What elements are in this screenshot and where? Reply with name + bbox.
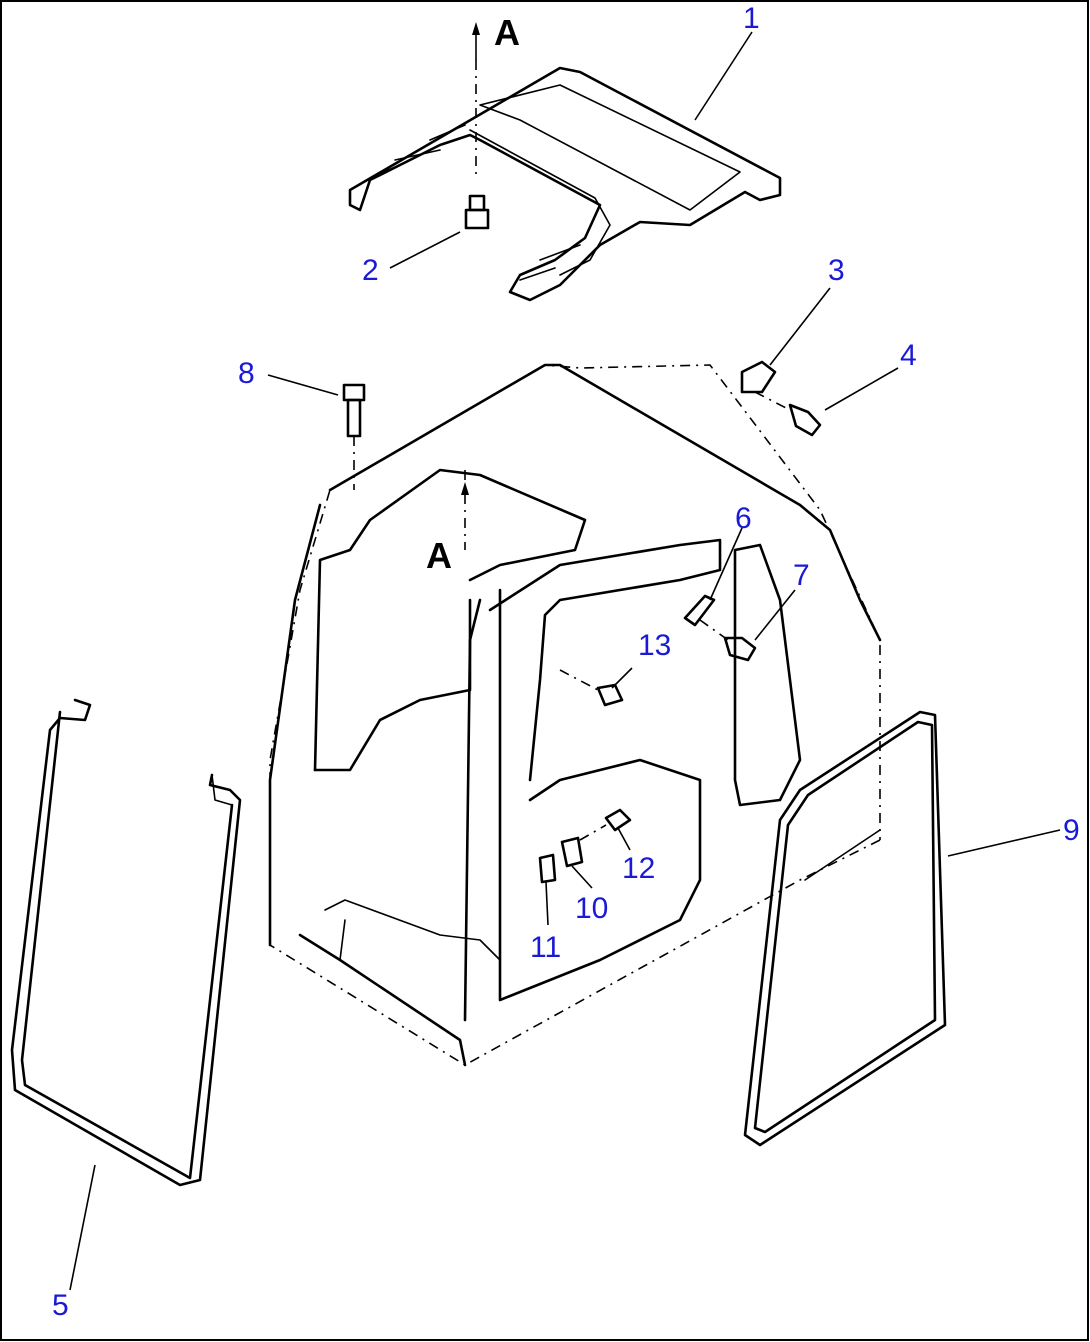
weatherstrip-9 — [743, 710, 947, 1147]
bolt-12 — [579, 808, 632, 841]
callout-2: 2 — [362, 254, 379, 287]
bolt-2 — [464, 194, 490, 230]
view-label-a-top: A — [494, 12, 520, 53]
roof-frame — [348, 22, 782, 302]
weatherstrip-5 — [10, 698, 242, 1187]
bolt-8 — [342, 383, 366, 490]
callout-11: 11 — [530, 931, 561, 964]
bracket-3 — [740, 360, 777, 394]
callout-13: 13 — [638, 629, 671, 662]
callout-7: 7 — [793, 559, 810, 592]
leader-lines — [69, 31, 1061, 1291]
callout-9: 9 — [1063, 814, 1080, 847]
bolt-13 — [559, 669, 624, 707]
callout-6: 6 — [735, 502, 752, 535]
bolt-7 — [699, 619, 757, 662]
callout-4: 4 — [900, 339, 917, 372]
callout-3: 3 — [828, 254, 845, 287]
view-label-a-lower: A — [426, 535, 452, 576]
callout-12: 12 — [622, 852, 655, 885]
section-arrow-lower — [461, 470, 469, 550]
latch-11 — [538, 853, 557, 884]
callout-8: 8 — [238, 357, 255, 390]
callout-5: 5 — [52, 1289, 69, 1322]
latch-10 — [560, 836, 584, 868]
callout-10: 10 — [575, 892, 608, 925]
cab-body — [268, 363, 882, 1067]
bracket-6 — [683, 594, 716, 627]
callout-1: 1 — [743, 2, 760, 35]
bolt-4 — [754, 391, 822, 437]
